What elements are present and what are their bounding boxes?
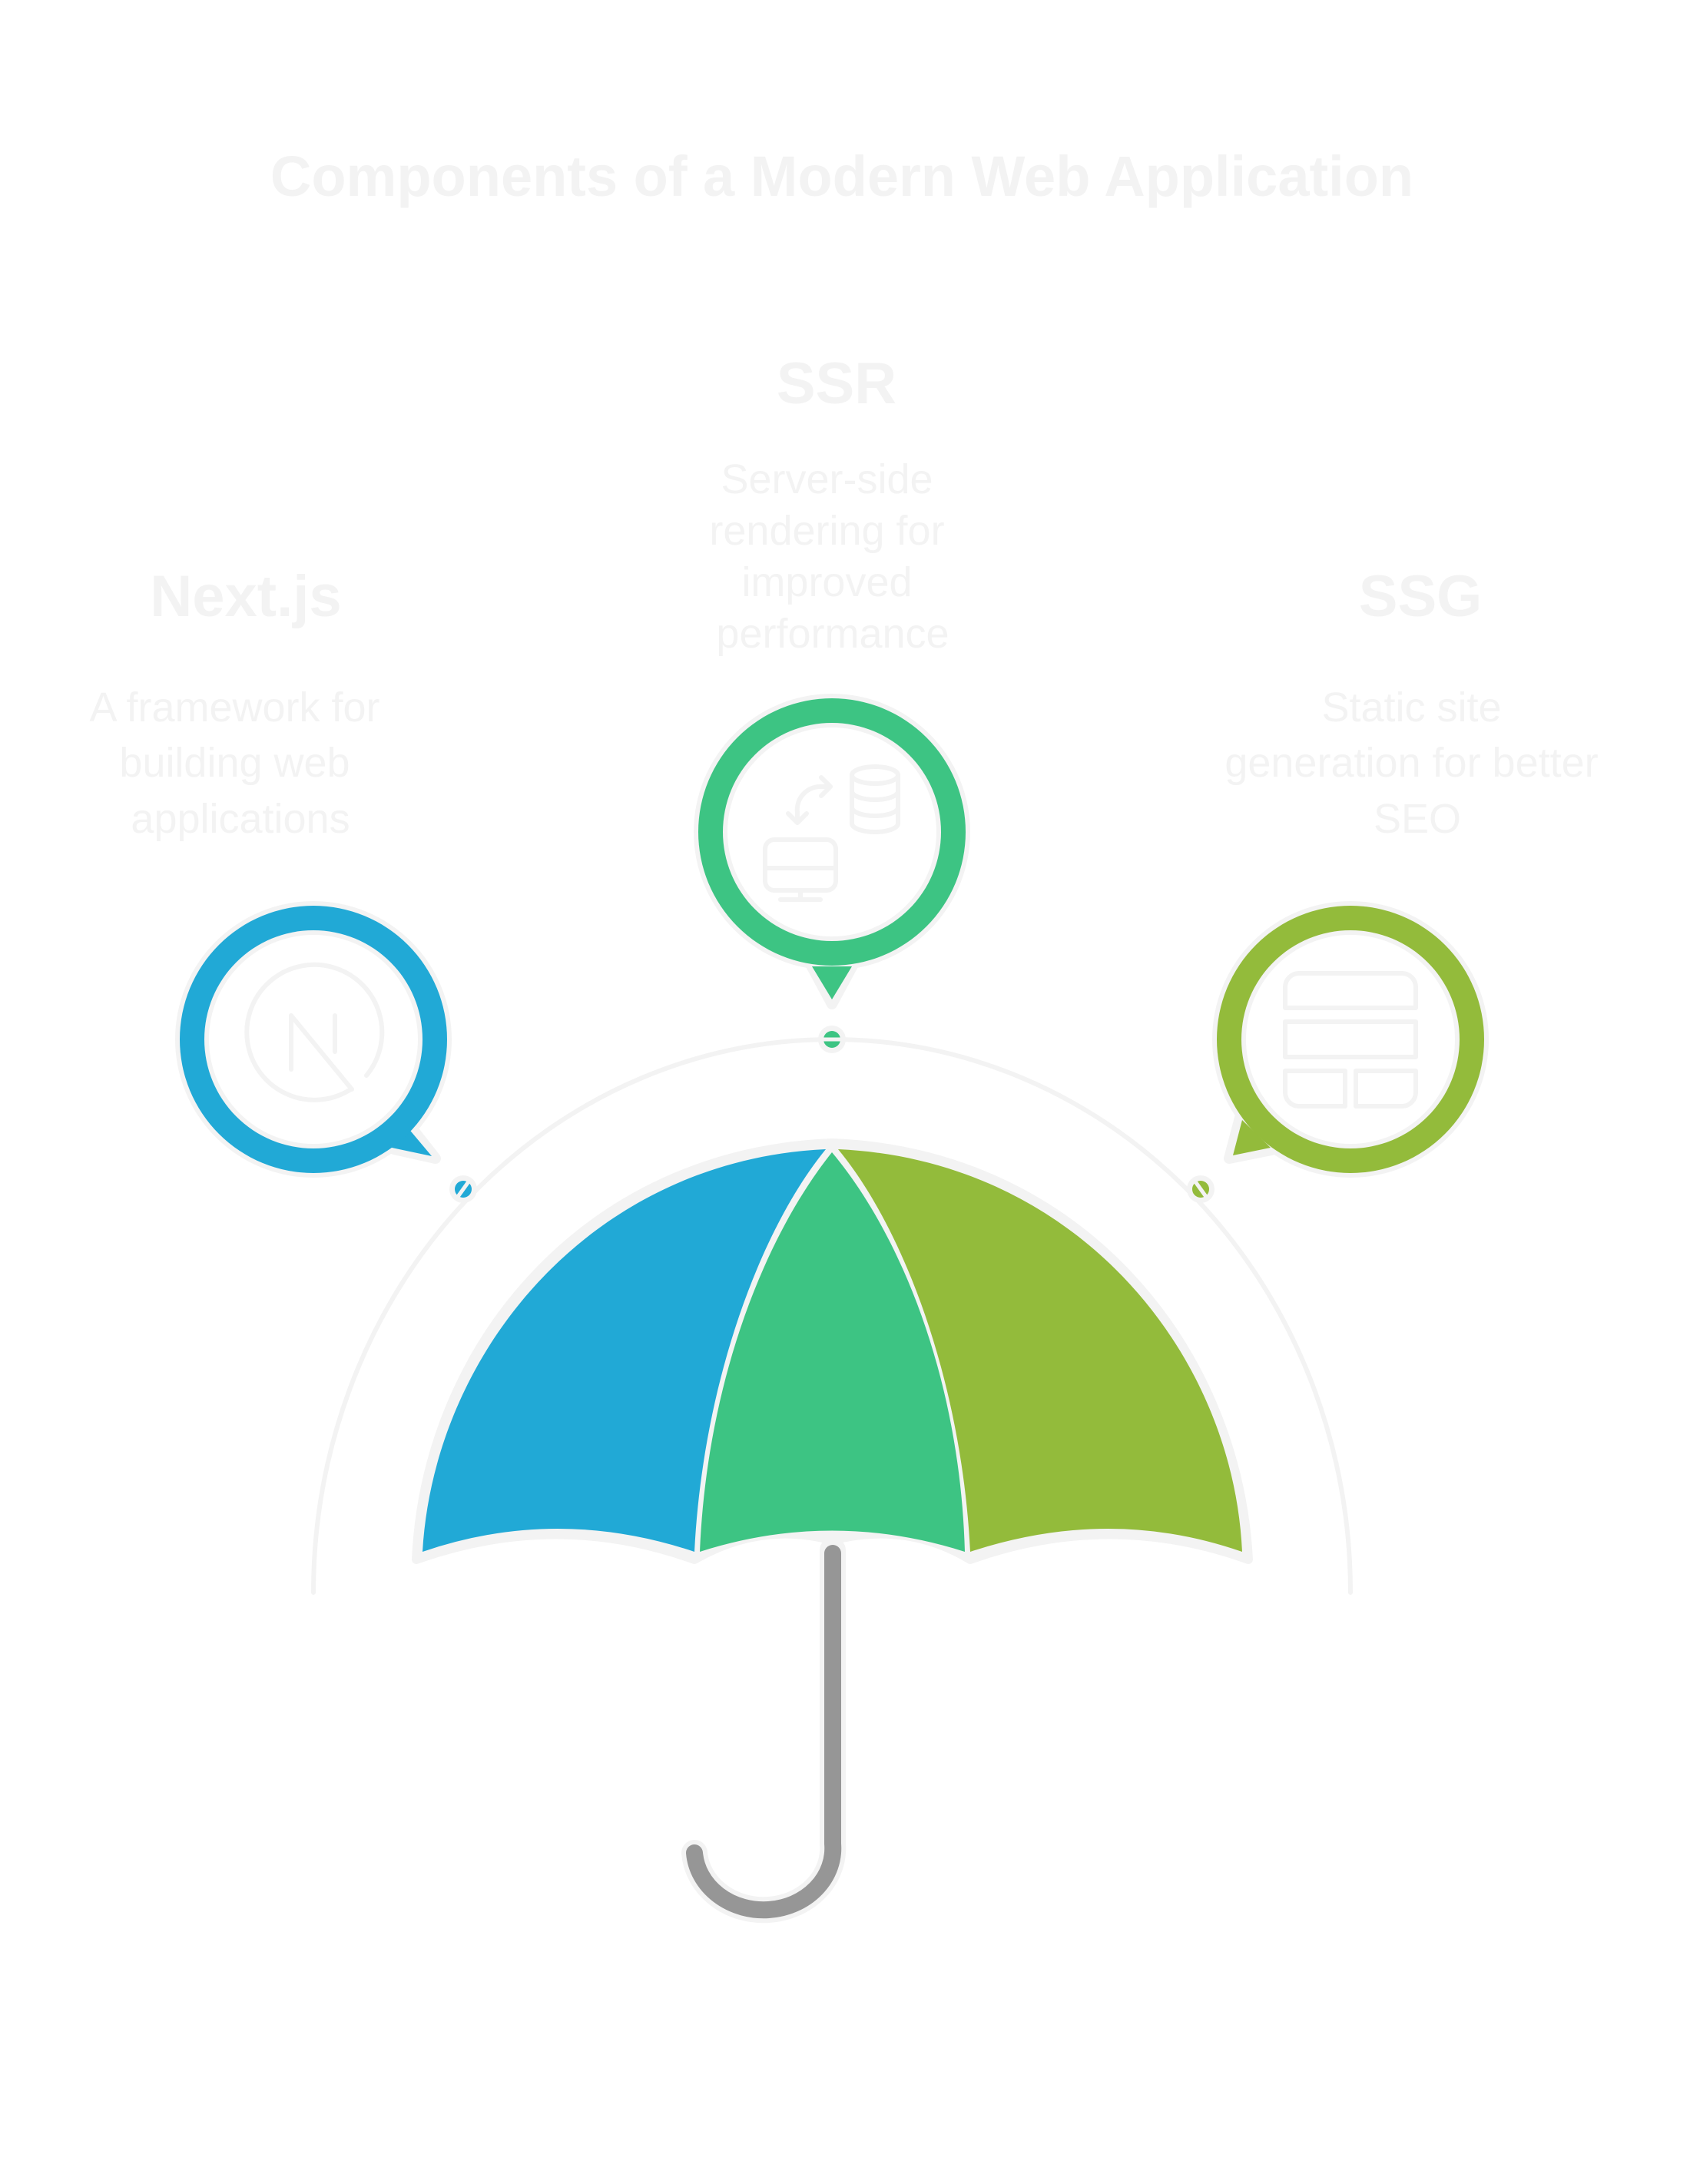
description-ssg-line: Static site [1321,684,1501,731]
canopy-panel-ssg [838,1149,1242,1552]
heading-nextjs: Next.js [150,564,341,629]
description-ssr-line: Server-side [721,456,933,502]
label-nextjs: Next.js A framework for building web app… [89,564,391,842]
bubble-ssr [694,694,970,1009]
svg-text:Server-side rendering fo: Server-side rendering for improved perfo… [709,456,956,657]
description-ssg-line: generation for better [1224,740,1598,786]
heading-ssr: SSR [777,351,896,416]
label-ssg: SSG Static site generation for better SE… [1224,564,1609,842]
svg-text:Static site generation f: Static site generation for better SEO [1224,684,1609,842]
label-ssr: SSR Server-side rendering for improved p… [709,351,956,657]
page-layout-icon [1283,971,1418,1109]
canopy-panel-nextjs [423,1149,826,1552]
umbrella-canopy [412,1138,1253,1564]
bubble-ssg [1212,901,1489,1178]
svg-text:A framework for building: A framework for building web application… [89,684,391,842]
connector-dot-ssr [818,1026,846,1053]
diagram-title: Components of a Modern Web Application [270,144,1413,208]
description-nextjs-line: applications [131,796,350,842]
connector-dot-ssg [1187,1175,1215,1203]
umbrella-handle [681,1537,847,1924]
description-nextjs-line: building web [119,740,350,786]
description-nextjs-line: A framework for [89,684,379,731]
description-ssg-line: SEO [1374,796,1461,842]
bubble-nextjs [175,901,452,1178]
description-ssr-line: improved [741,559,912,605]
connector-dot-nextjs [449,1175,477,1203]
canopy-panel-ssr [700,1152,965,1552]
description-ssr-line: rendering for [709,508,944,554]
nextjs-logo-icon [244,962,385,1102]
server-database-sync-icon [763,764,900,902]
description-ssr-line: performance [716,611,949,657]
heading-ssg: SSG [1359,564,1483,629]
